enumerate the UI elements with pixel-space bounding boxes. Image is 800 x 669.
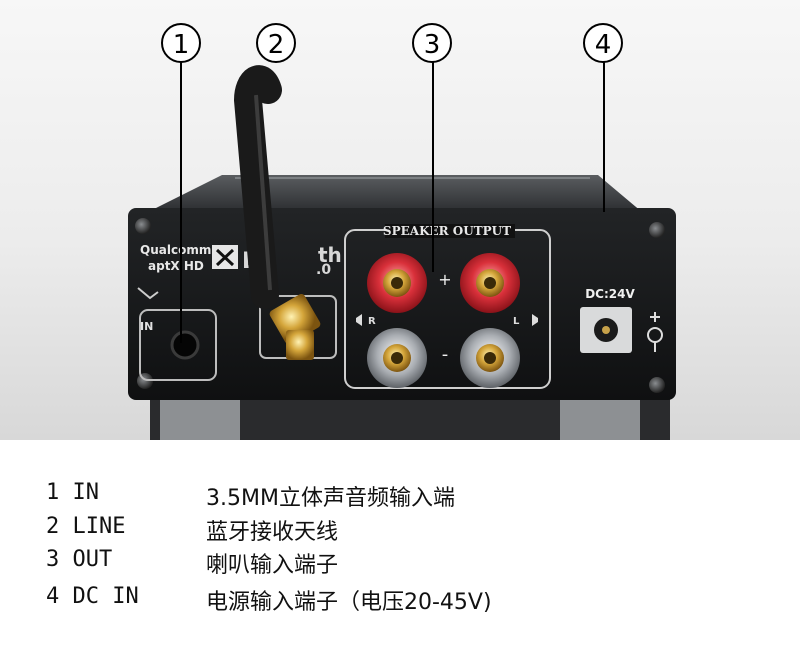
legend-desc: 蓝牙接收天线 [206,520,339,545]
brand-line1: Qualcomm [140,243,211,257]
brand-partial-2: th [318,243,342,267]
svg-text:1: 1 [173,30,190,60]
plus-sign: + [438,270,451,289]
left-label: L [513,316,520,327]
legend-desc: 电源输入端子（电压20-45V) [206,590,492,615]
antenna [233,65,282,309]
callout-2: 2 [256,23,296,63]
binding-post-black-right [367,328,427,388]
legend-desc: 喇叭输入端子 [206,553,339,578]
brand-line2: aptX HD [148,259,204,273]
callout-4: 4 [583,23,623,63]
binding-post-black-left [460,328,520,388]
legend-code: 4 DC IN [46,584,139,609]
binding-post-red-right [367,253,427,313]
legend-code: 2 LINE [46,514,126,539]
callout-1: 1 [161,23,201,63]
audio-in-jack [170,330,200,360]
speaker-output-label: SPEAKER OUTPUT [383,224,511,238]
dc-label: DC:24V [585,287,635,301]
svg-text:3: 3 [424,30,441,60]
audio-plug-icon [137,287,159,300]
legend-code: 1 IN [46,480,99,505]
dc-polarity-icon [647,312,663,352]
binding-post-red-left [460,253,520,313]
svg-text:4: 4 [595,30,612,60]
callout-3: 3 [412,23,452,63]
product-photo: Qualcomm aptX HD B th .0 IN SPEAKER OUTP… [0,0,800,440]
minus-sign: - [442,344,449,365]
screw-icon [135,218,151,234]
speaker-icon [356,314,362,326]
legend-code: 3 OUT [46,547,113,572]
legend-desc: 3.5MM立体声音频输入端 [206,486,455,511]
right-label: R [368,316,376,327]
in-label: IN [140,320,153,333]
svg-text:2: 2 [268,30,285,60]
brand-partial-3: .0 [316,262,331,278]
